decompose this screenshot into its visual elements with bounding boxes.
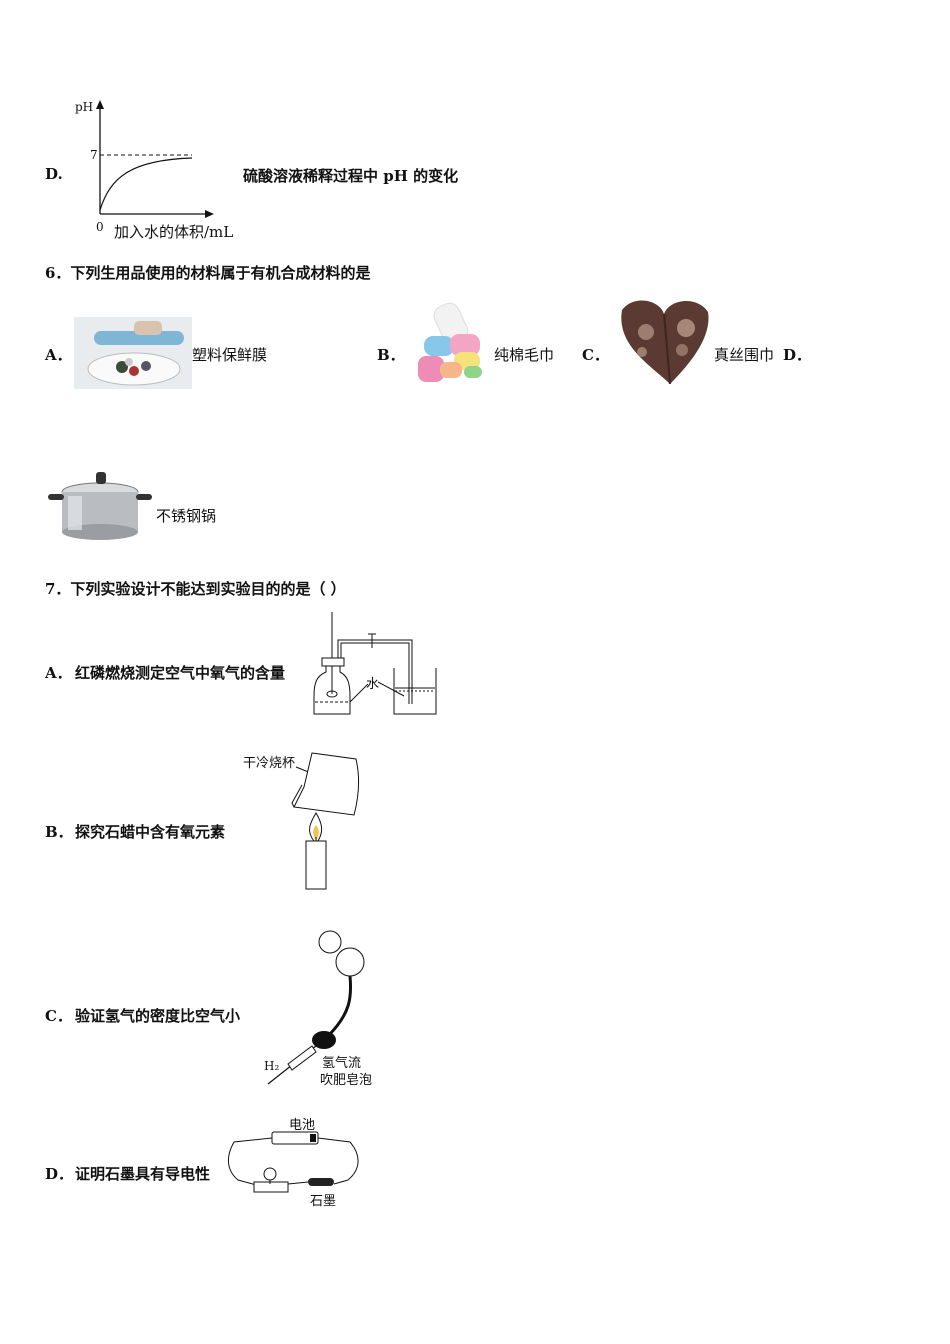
ph-dilution-graph bbox=[96, 100, 214, 218]
option-text: 真丝围巾 bbox=[714, 346, 775, 364]
figure-label: 氢气流 bbox=[322, 1056, 362, 1071]
option-letter: C． bbox=[45, 1007, 72, 1025]
graph-tick-7: 7 bbox=[90, 148, 98, 162]
option-letter: A． bbox=[45, 346, 72, 364]
question-7-stem: 7．下列实验设计不能达到实验目的的是（ ） bbox=[45, 580, 346, 598]
option-text: 证明石墨具有导电性 bbox=[75, 1165, 211, 1183]
graph-origin: 0 bbox=[96, 220, 104, 234]
figure-h2-label: H₂ bbox=[264, 1059, 280, 1073]
option-text: 红磷燃烧测定空气中氧气的含量 bbox=[75, 664, 286, 682]
figure-label: 干冷烧杯 bbox=[243, 756, 296, 771]
option-letter: C． bbox=[582, 346, 609, 364]
figure-label: 吹肥皂泡 bbox=[320, 1073, 373, 1088]
figure-label: 电池 bbox=[289, 1118, 316, 1133]
red-phosphorus-apparatus bbox=[313, 612, 437, 715]
option-text: 验证氢气的密度比空气小 bbox=[75, 1007, 241, 1025]
option-text: 塑料保鲜膜 bbox=[192, 346, 268, 364]
silk-scarf-image bbox=[621, 300, 709, 385]
option-text: 探究石蜡中含有氧元素 bbox=[75, 823, 226, 841]
option-letter: D. bbox=[45, 165, 63, 183]
figure-label: 水 bbox=[366, 677, 380, 692]
figure-label: 石墨 bbox=[310, 1194, 337, 1209]
graph-x-label: 加入水的体积/mL bbox=[114, 223, 234, 241]
question-6-stem: 6．下列生用品使用的材料属于有机合成材料的是 bbox=[45, 264, 371, 282]
graph-y-label: pH bbox=[75, 100, 94, 114]
candle-beaker-apparatus bbox=[291, 752, 360, 890]
option-letter: A． bbox=[45, 664, 72, 682]
stainless-pot-image bbox=[48, 472, 152, 540]
graphite-circuit-apparatus bbox=[228, 1131, 359, 1193]
option-letter: B． bbox=[45, 823, 73, 841]
option-letter: D． bbox=[783, 346, 812, 364]
plastic-wrap-image bbox=[74, 317, 192, 389]
option-text: 硫酸溶液稀释过程中 pH 的变化 bbox=[243, 167, 459, 185]
soap-bubble-apparatus bbox=[267, 930, 365, 1085]
cotton-towels-image bbox=[418, 302, 482, 382]
option-text: 纯棉毛巾 bbox=[494, 346, 555, 364]
option-text: 不锈钢锅 bbox=[156, 507, 217, 525]
option-letter: D． bbox=[45, 1165, 74, 1183]
option-letter: B． bbox=[377, 346, 405, 364]
